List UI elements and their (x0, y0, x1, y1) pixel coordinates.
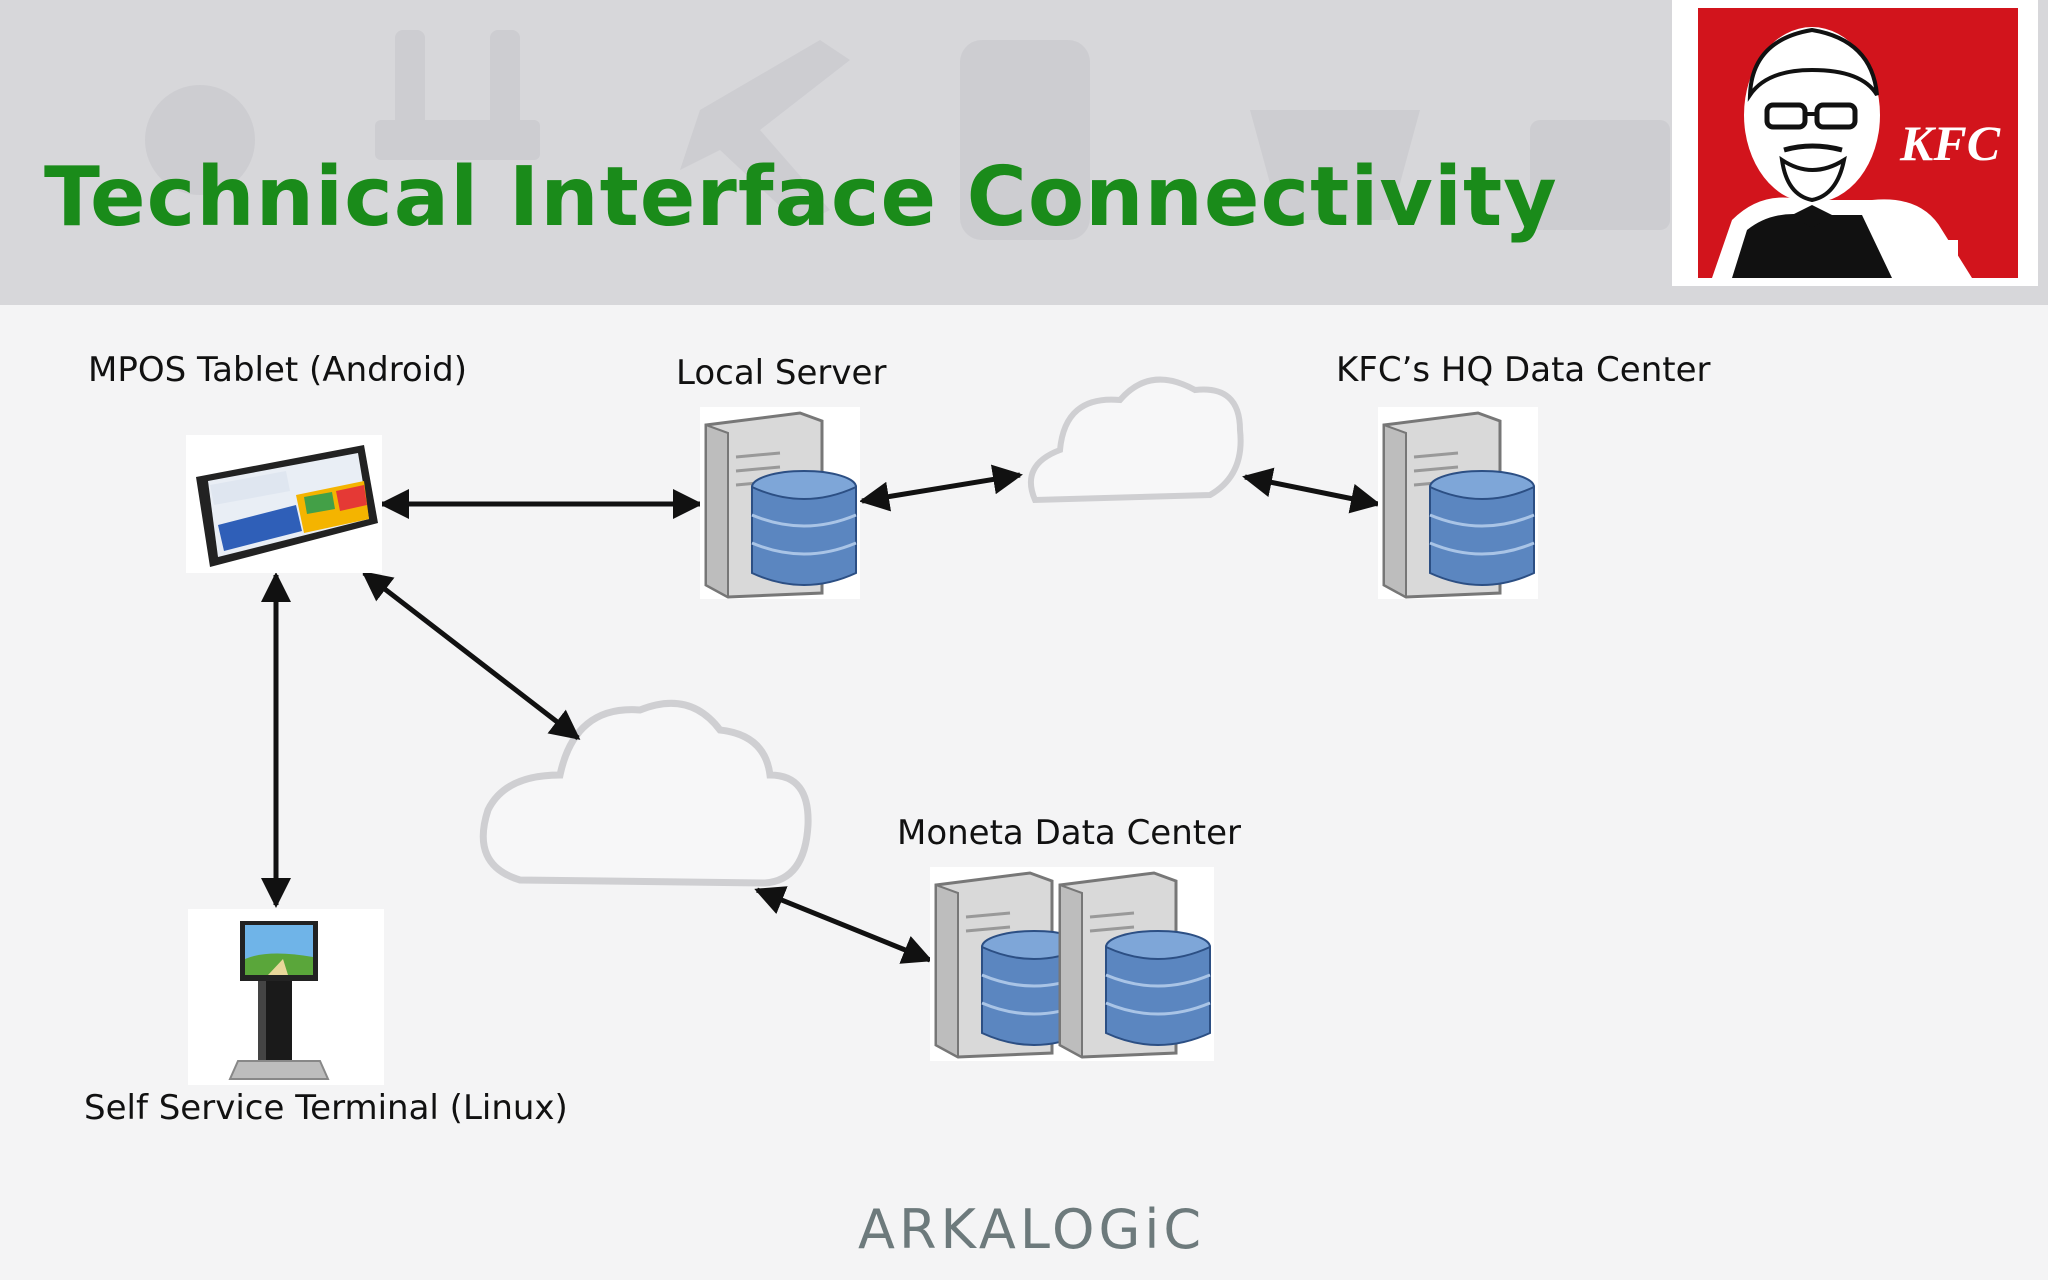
tablet-icon (186, 435, 382, 573)
slide-header: Technical Interface Connectivity KFC (0, 0, 2048, 305)
link-mpos-cloud (361, 571, 581, 740)
server-database-icon (930, 867, 1214, 1061)
hq-label: KFC’s HQ Data Center (1336, 350, 1711, 390)
server-database-icon (1378, 407, 1538, 599)
arkalogic-brand-logo: ARKALOGiC (858, 1198, 1206, 1261)
server-database-icon (700, 407, 860, 599)
self-service-terminal-node (188, 909, 384, 1085)
link-cloud-moneta (754, 886, 933, 964)
header-background-pattern (145, 30, 1670, 240)
mpos-tablet-node (186, 435, 382, 573)
moneta-data-center-node (930, 867, 1214, 1061)
connection-lines (261, 376, 1381, 964)
link-cloud-hq (1242, 467, 1381, 514)
local-server-node (700, 407, 860, 599)
moneta-label: Moneta Data Center (897, 813, 1242, 853)
mpos-label: MPOS Tablet (Android) (88, 350, 468, 390)
slide-title: Technical Interface Connectivity (44, 150, 1558, 245)
connectivity-diagram: MPOS Tablet (Android) Local Server KFC’s… (0, 305, 2048, 1280)
kfc-colonel-logo-icon: KFC (1698, 8, 2018, 278)
kiosk-icon (188, 909, 384, 1085)
internet-cloud-top (1028, 376, 1244, 504)
kfc-logo: KFC (1672, 0, 2038, 286)
kfc-logo-text: KFC (1899, 115, 2001, 171)
local-server-label: Local Server (676, 353, 887, 393)
terminal-label: Self Service Terminal (Linux) (84, 1088, 568, 1128)
link-local-server-cloud (859, 464, 1023, 512)
internet-cloud-bottom (479, 699, 812, 887)
hq-data-center-node (1378, 407, 1538, 599)
